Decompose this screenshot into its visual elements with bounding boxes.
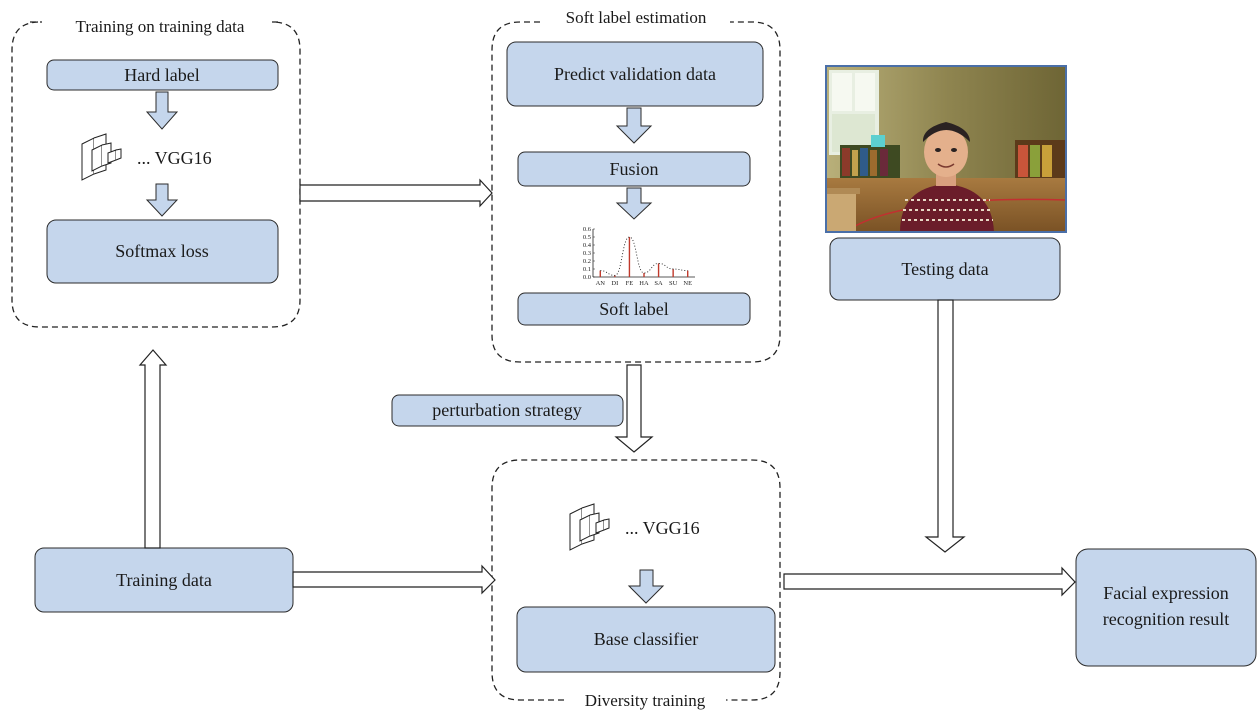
predict-validation-text: Predict validation data	[554, 64, 716, 84]
arrow-testing-to-result	[924, 299, 966, 553]
down-arrow-icon	[615, 187, 653, 220]
chart-x-tick-label: FE	[626, 280, 634, 287]
vgg16-label-bottom: ... VGG16	[625, 518, 700, 538]
perturbation-strategy-box: perturbation strategy	[391, 394, 624, 427]
base-classifier-box: Base classifier	[516, 606, 776, 673]
soft-label-chart: 0.60.50.40.30.20.10.0AN DI FE HA SA SU NE	[583, 226, 695, 287]
soft-label-text: Soft label	[599, 299, 669, 319]
fusion-box: Fusion	[517, 151, 751, 187]
soft-label-group-label: Soft label estimation	[566, 8, 707, 27]
arrow-soft-label-to-diversity	[614, 364, 654, 453]
chart-x-tick-label: HA	[639, 280, 649, 287]
down-arrow-icon	[615, 107, 653, 144]
chart-y-tick-label: 0.2	[583, 258, 591, 265]
testing-data-box: Testing data	[829, 237, 1061, 301]
arrow-training-data-up	[138, 349, 168, 549]
training-group-border	[11, 21, 301, 328]
chart-x-tick-label: SU	[669, 280, 678, 287]
child-photo	[825, 65, 1067, 233]
diversity-group-border	[491, 459, 781, 701]
softmax-loss-box: Softmax loss	[46, 219, 279, 284]
chart-y-tick-label: 0.3	[583, 250, 591, 257]
chart-curve	[600, 236, 688, 276]
chart-x-tick-label: DI	[611, 280, 618, 287]
chart-y-tick-label: 0.6	[583, 226, 592, 233]
chart-x-tick-label: SA	[654, 280, 663, 287]
result-text-line1: Facial expression	[1103, 583, 1228, 603]
arrow-training-to-soft-label	[299, 178, 493, 208]
soft-label-box: Soft label	[517, 292, 751, 326]
result-text-line2: recognition result	[1103, 609, 1229, 629]
diversity-group-label: Diversity training	[585, 691, 706, 710]
down-arrow-icon	[627, 569, 665, 604]
result-box: Facial expression recognition result	[1075, 548, 1257, 667]
chart-y-tick-label: 0.1	[583, 266, 591, 273]
chart-y-tick-label: 0.0	[583, 274, 591, 281]
arrow-training-data-to-diversity	[292, 564, 496, 595]
base-classifier-text: Base classifier	[594, 629, 698, 649]
chart-x-tick-label: NE	[683, 280, 692, 287]
neural-network-icon	[81, 133, 122, 181]
softmax-loss-text: Softmax loss	[115, 241, 209, 261]
down-arrow-icon	[145, 91, 179, 130]
training-data-box: Training data	[34, 547, 294, 613]
training-data-text: Training data	[116, 570, 212, 590]
training-group-label: Training on training data	[76, 17, 245, 36]
soft-label-group-border	[491, 21, 781, 363]
predict-validation-box: Predict validation data	[506, 41, 764, 107]
testing-data-text: Testing data	[901, 259, 988, 279]
hard-label-text: Hard label	[124, 65, 199, 85]
down-arrow-icon	[145, 183, 179, 217]
perturbation-strategy-text: perturbation strategy	[432, 400, 581, 420]
neural-network-icon	[569, 503, 610, 551]
vgg16-label-top: ... VGG16	[137, 148, 212, 168]
chart-y-tick-label: 0.4	[583, 242, 592, 249]
arrow-diversity-to-result	[783, 566, 1076, 597]
chart-y-tick-label: 0.5	[583, 234, 591, 241]
hard-label-box: Hard label	[46, 59, 279, 91]
chart-x-tick-label: AN	[596, 280, 606, 287]
fusion-text: Fusion	[609, 159, 658, 179]
